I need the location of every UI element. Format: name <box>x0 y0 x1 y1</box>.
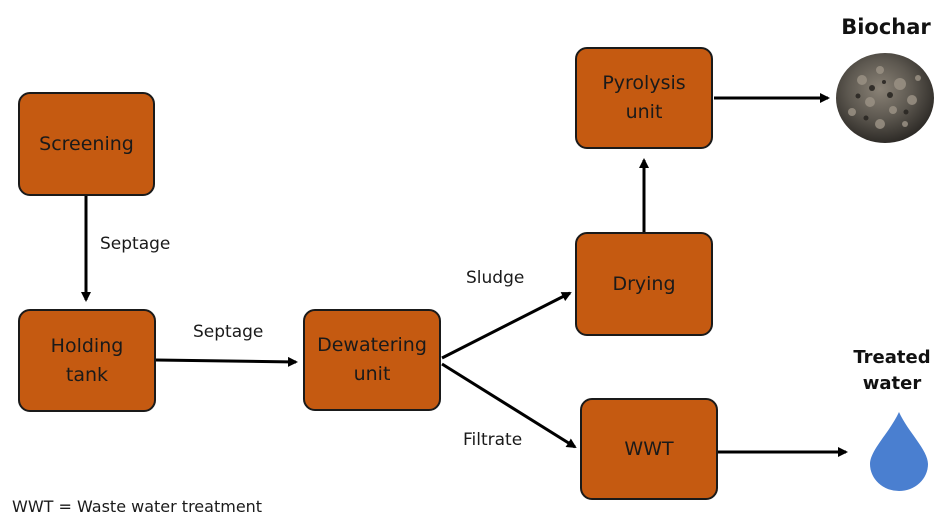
arrow-dewatering-to-wwt <box>441 362 577 449</box>
node-pyrolysis-unit: Pyrolysis unit <box>575 47 713 149</box>
label-septage-1: Septage <box>100 234 171 254</box>
node-drying: Drying <box>575 232 713 336</box>
output-biochar: Biochar <box>841 15 931 39</box>
output-treated-water: Treated water <box>853 347 931 394</box>
node-dewatering-unit: Dewatering unit <box>303 309 441 411</box>
water-drop-icon <box>870 412 928 491</box>
footnote: WWT = Waste water treatment <box>12 497 263 516</box>
label-filtrate: Filtrate <box>463 430 523 450</box>
node-screening: Screening <box>18 92 155 196</box>
arrow-holding-to-dewatering <box>155 356 298 367</box>
label-sludge: Sludge <box>466 268 525 288</box>
label-septage-2: Septage <box>193 322 264 342</box>
biochar-image <box>836 53 934 143</box>
node-wwt: WWT <box>580 398 718 500</box>
arrow-dewatering-to-drying <box>441 291 572 360</box>
node-holding-tank: Holding tank <box>18 309 156 412</box>
